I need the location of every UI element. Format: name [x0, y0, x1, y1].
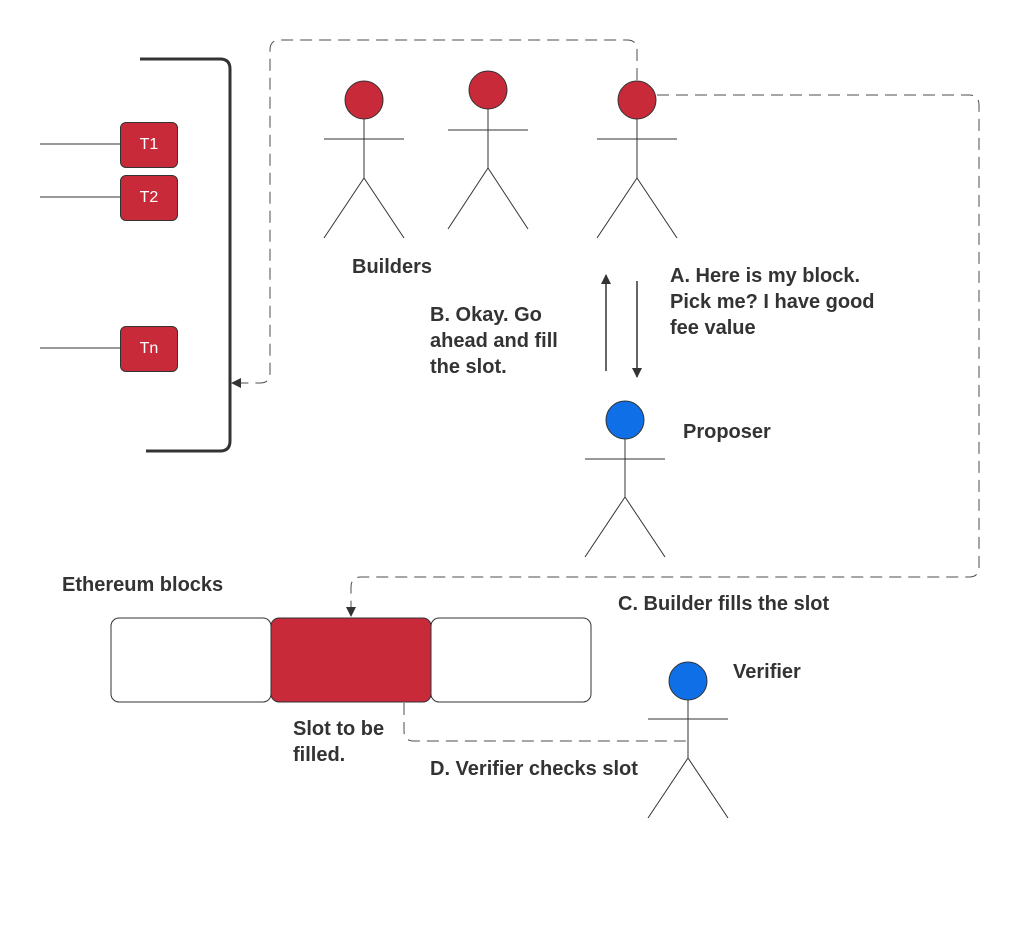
- builder-figure-3: [596, 80, 678, 239]
- builder-figure-1: [323, 80, 405, 239]
- ethereum-block-left: [110, 617, 272, 703]
- ethereum-blocks-label: Ethereum blocks: [62, 574, 224, 596]
- transaction-t1: T1: [120, 122, 178, 168]
- slot-to-fill-label: Slot to be filled.: [293, 718, 385, 766]
- ethereum-block-right: [430, 617, 592, 703]
- builders-to-mempool-connector: [231, 39, 638, 388]
- verifier-label: Verifier: [733, 661, 801, 683]
- verifier-to-slot-connector: [403, 703, 690, 742]
- step-a-label: A. Here is my block. Pick me? I have goo…: [670, 265, 875, 339]
- step-c-label: C. Builder fills the slot: [618, 593, 830, 615]
- builder-figure-2: [447, 70, 529, 230]
- verifier-figure: [647, 661, 729, 819]
- builders-label: Builders: [352, 256, 433, 278]
- mempool-bracket: [140, 57, 232, 453]
- builder-to-slot-connector: [346, 94, 980, 617]
- step-b-label: B. Okay. Go ahead and fill the slot.: [430, 304, 558, 378]
- proposer-label: Proposer: [683, 421, 771, 443]
- transaction-t1-label: T1: [139, 136, 159, 153]
- ethereum-block-slot: [270, 617, 432, 703]
- transaction-tn: Tn: [120, 326, 178, 372]
- transaction-t2: T2: [120, 175, 178, 221]
- step-d-label: D. Verifier checks slot: [430, 758, 638, 780]
- transaction-tn-label: Tn: [139, 340, 159, 357]
- proposer-figure: [584, 400, 666, 558]
- transaction-t2-label: T2: [139, 189, 159, 206]
